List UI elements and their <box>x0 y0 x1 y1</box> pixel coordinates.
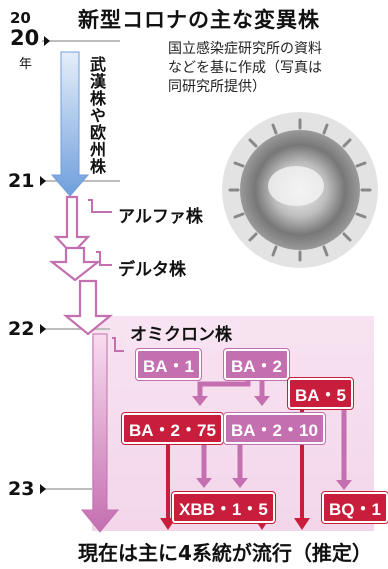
alpha-variant-label: アルファ株 <box>114 200 211 229</box>
bq1-box: BQ・1 <box>321 491 388 524</box>
year-2022-label: 22 <box>8 318 35 340</box>
source-note-line3: 同研究所提供） <box>168 79 266 95</box>
source-note-line2: などを基に作成（写真は <box>168 60 322 76</box>
omicron-variant-label: オミクロン株 <box>126 318 240 347</box>
year-2021-marker <box>40 176 46 186</box>
lineage-diagram <box>40 36 378 533</box>
year-2022-marker <box>40 324 46 334</box>
ba5-red-head <box>294 518 310 530</box>
virus-photo <box>222 112 378 268</box>
wuhan-arrow <box>50 51 90 197</box>
ba5-to-bq1-head <box>336 480 352 490</box>
omicron-main-arrow <box>80 333 120 533</box>
year-2020-marker <box>44 36 50 46</box>
ba210-to-xbb-head <box>232 478 248 488</box>
alpha-arrow <box>53 195 91 256</box>
delta-arrow <box>48 246 102 282</box>
year-2021-label: 21 <box>8 170 35 192</box>
year-unit-label: 年 <box>19 57 33 72</box>
ba5-box: BA・5 <box>286 377 355 410</box>
ba1-box: BA・1 <box>134 348 203 381</box>
year-2023-marker <box>40 484 46 494</box>
ba2-to-ba210-head <box>254 396 270 406</box>
omicron-to-ba <box>112 337 124 352</box>
ba275-to-xbb-head <box>196 478 212 488</box>
omicron-transition-arrow <box>62 279 114 336</box>
wuhan-europe-label: 武漢株や欧州株 <box>87 56 106 175</box>
ba275-box: BA・2・75 <box>121 412 224 445</box>
ba2-to-ba275-head <box>192 396 208 406</box>
ba210-box: BA・2・10 <box>223 412 326 445</box>
ba2-box: BA・2 <box>222 348 291 381</box>
year-2020-label: 20 <box>10 26 40 50</box>
xbb15-box: XBB・1・5 <box>171 491 276 524</box>
delta-variant-label: デルタ株 <box>114 253 194 282</box>
source-note-line1: 国立感染症研究所の資料 <box>168 41 322 57</box>
year-2023-label: 23 <box>8 478 35 500</box>
year-2020-small-label: 20 <box>10 9 31 27</box>
footer-caption: 現在は主に4系統が流行（推定） <box>78 541 372 565</box>
delta-bracket <box>96 251 112 266</box>
page-title: 新型コロナの主な変異株 <box>78 8 320 32</box>
alpha-bracket <box>88 199 112 213</box>
